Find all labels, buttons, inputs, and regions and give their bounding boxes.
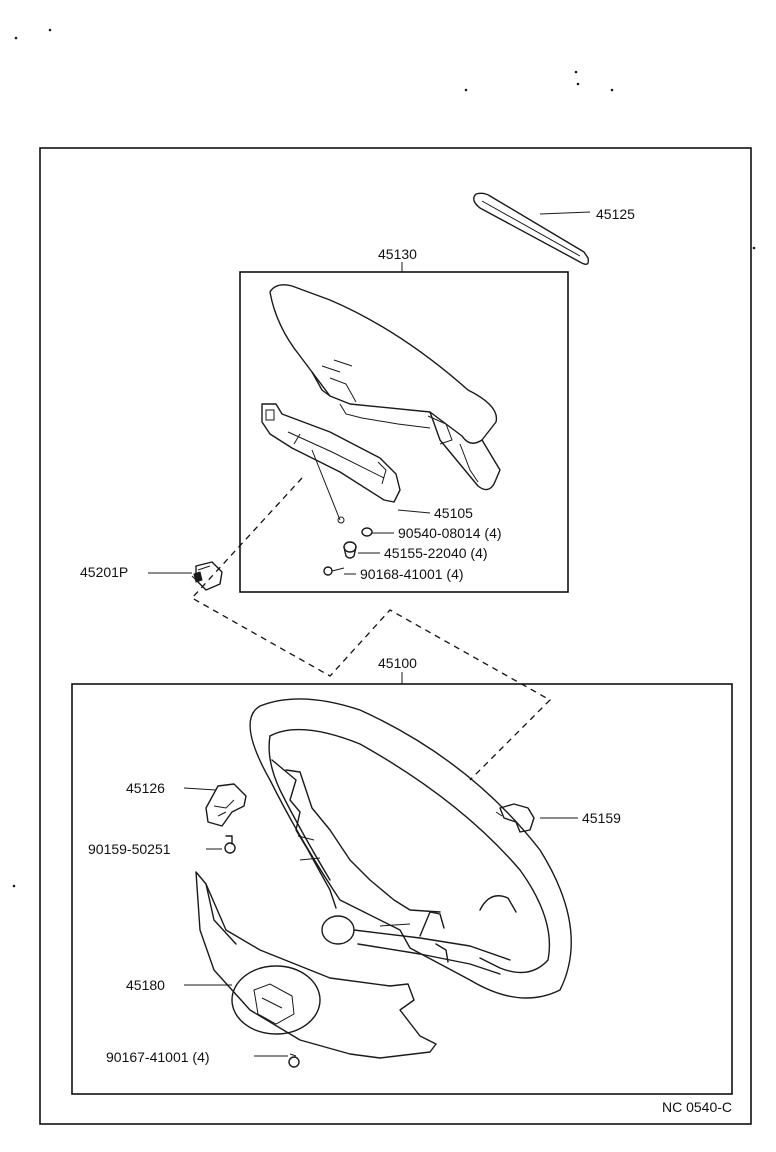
label-45180: 45180: [126, 977, 165, 993]
label-45201P: 45201P: [80, 564, 128, 580]
outer-frame: [39, 147, 752, 1125]
leader-45125: [539, 211, 591, 215]
leader-45105: [397, 509, 431, 514]
steering-wheel-icon: [249, 698, 572, 999]
label-90159: 90159-50251: [88, 841, 171, 857]
bracket-plate-icon: [261, 403, 401, 524]
emblem-strip-icon: [473, 192, 590, 265]
collar-45155-icon: [343, 541, 357, 559]
label-45159: 45159: [582, 810, 621, 826]
diagram-code: NC 0540-C: [662, 1099, 732, 1115]
label-45126: 45126: [126, 780, 165, 796]
label-45100: 45100: [378, 655, 417, 671]
label-90540: 90540-08014 (4): [398, 525, 502, 541]
lower-cover-45180-icon: [195, 871, 437, 1059]
dashed-link-upper: [190, 477, 552, 781]
screw-90540-icon: [361, 527, 373, 537]
wheel-assembly-box: [71, 683, 733, 1095]
screw-90168-icon: [323, 566, 345, 576]
label-45105: 45105: [434, 505, 473, 521]
scan-specks: [12, 28, 756, 888]
leader-45126: [183, 787, 217, 791]
pad-assembly-box: [239, 271, 569, 593]
clip-45159-icon: [495, 803, 535, 833]
label-45125: 45125: [596, 206, 635, 222]
connector-45201P-icon: [191, 561, 223, 591]
label-45155: 45155-22040 (4): [384, 545, 488, 561]
label-90167: 90167-41001 (4): [106, 1049, 210, 1065]
label-90168: 90168-41001 (4): [360, 566, 464, 582]
screw-90159-icon: [224, 835, 236, 854]
label-45130: 45130: [378, 246, 417, 262]
bracket-45126-icon: [205, 783, 247, 827]
screw-90167-icon: [288, 1053, 300, 1068]
horn-pad-icon: [269, 284, 501, 491]
